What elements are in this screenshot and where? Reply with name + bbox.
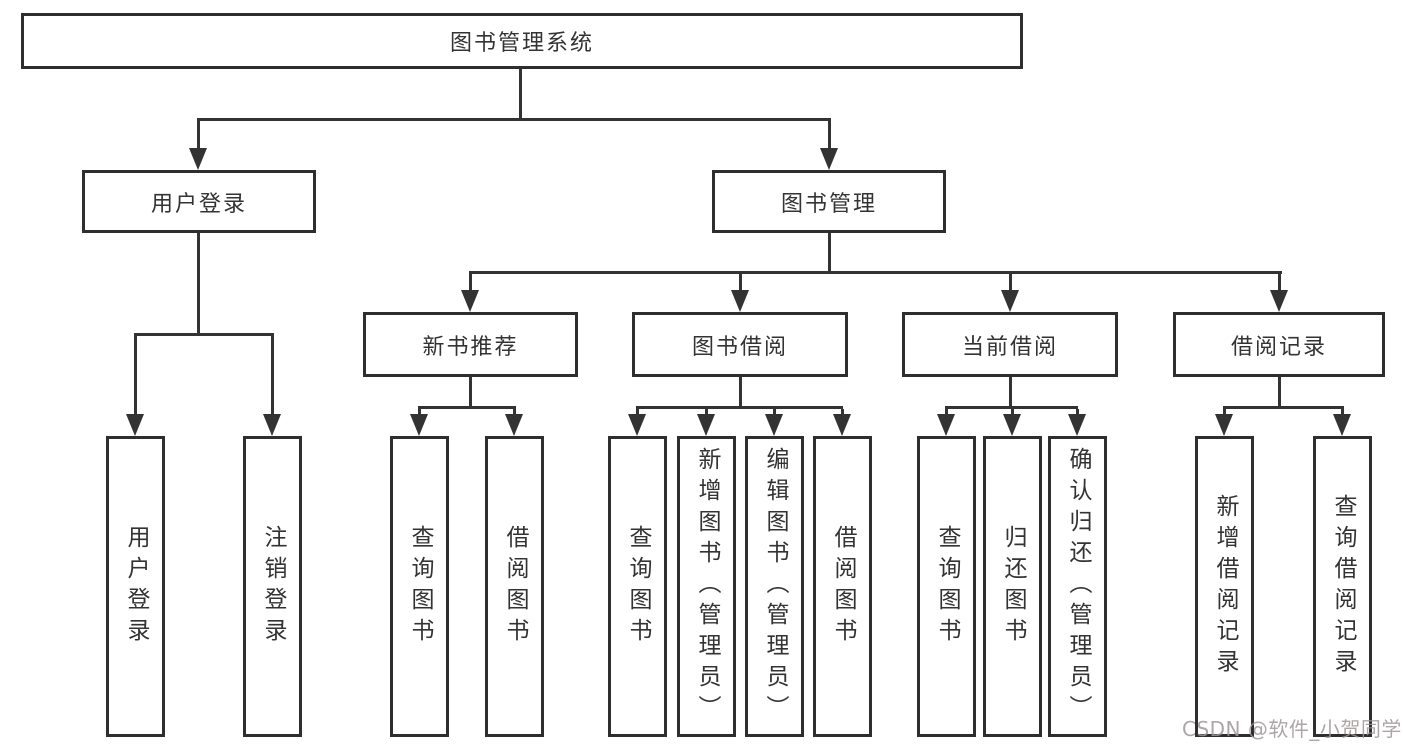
connector-to-br-add [1223, 409, 1226, 417]
connector-book-mgmt-hline [469, 271, 1282, 274]
connector-new-books-hline [418, 406, 516, 409]
connector-to-current-borrow [1009, 274, 1012, 292]
leaf-cb-confirm-return-admin-label: 确认归还（管理员） [1065, 447, 1091, 726]
arrowhead-down [126, 414, 144, 436]
node-root: 图书管理系统 [21, 13, 1023, 69]
leaf-cb-query-books-label: 查询图书 [934, 524, 960, 649]
connector-to-user-login [197, 121, 200, 149]
leaf-user-login-label: 用户登录 [123, 524, 149, 649]
leaf-user-login: 用户登录 [106, 436, 165, 737]
connector-borrow-records-stub [1278, 377, 1281, 408]
leaf-nb-borrow-books-label: 借阅图书 [502, 524, 528, 649]
leaf-cb-query-books: 查询图书 [917, 436, 976, 737]
node-borrow-records: 借阅记录 [1173, 312, 1385, 377]
leaf-br-add-record-label: 新增借阅记录 [1212, 493, 1238, 680]
connector-to-nb-query [418, 409, 421, 417]
leaf-cb-confirm-return-admin: 确认归还（管理员） [1048, 436, 1107, 737]
arrowhead-down [765, 414, 783, 436]
connector-to-bb-borrow [841, 409, 844, 417]
arrowhead-down [628, 414, 646, 436]
node-new-books: 新书推荐 [363, 312, 578, 377]
node-new-books-label: 新书推荐 [422, 334, 519, 360]
connector-to-cb-query [945, 409, 948, 417]
node-root-label: 图书管理系统 [449, 31, 594, 56]
arrowhead-down [461, 290, 479, 312]
connector-to-bb-query [636, 409, 639, 417]
leaf-logout: 注销登录 [243, 436, 302, 737]
arrowhead-down [505, 414, 523, 436]
connector-book-borrow-hline [636, 406, 843, 409]
connector-to-cb-return [1011, 409, 1014, 417]
connector-to-book-borrow [739, 274, 742, 292]
connector-to-book-mgmt [828, 121, 831, 149]
arrowhead-down [263, 414, 281, 436]
arrowhead-down [820, 148, 838, 170]
connector-user-login-stub [197, 233, 200, 335]
node-borrow-records-label: 借阅记录 [1230, 334, 1327, 360]
arrowhead-down [1001, 290, 1019, 312]
node-current-borrow-label: 当前借阅 [961, 334, 1058, 360]
arrowhead-down [1003, 414, 1021, 436]
leaf-bb-edit-books-admin: 编辑图书（管理员） [745, 436, 804, 737]
arrowhead-down [833, 414, 851, 436]
node-book-mgmt: 图书管理 [712, 170, 946, 233]
arrowhead-down [1333, 414, 1351, 436]
leaf-logout-label: 注销登录 [260, 524, 286, 649]
connector-borrow-records-hline [1223, 406, 1344, 409]
arrowhead-down [937, 414, 955, 436]
leaf-br-query-record-label: 查询借阅记录 [1330, 493, 1356, 680]
connector-to-br-query [1341, 409, 1344, 417]
leaf-br-query-record: 查询借阅记录 [1313, 436, 1372, 737]
leaf-bb-borrow-books: 借阅图书 [813, 436, 872, 737]
connector-to-bb-add [705, 409, 708, 417]
connector-root-hline [197, 118, 831, 121]
connector-to-cb-confirm [1076, 409, 1079, 417]
connector-user-login-hline [134, 333, 274, 336]
node-user-login-label: 用户登录 [150, 191, 247, 217]
leaf-nb-borrow-books: 借阅图书 [485, 436, 544, 737]
leaf-nb-query-books: 查询图书 [390, 436, 449, 737]
node-user-login: 用户登录 [82, 170, 316, 233]
arrowhead-down [189, 148, 207, 170]
connector-root-stub [519, 69, 522, 120]
arrowhead-down [1068, 414, 1086, 436]
connector-book-mgmt-stub [828, 233, 831, 274]
arrowhead-down [1215, 414, 1233, 436]
connector-new-books-stub [469, 377, 472, 408]
arrowhead-down [697, 414, 715, 436]
leaf-bb-query-books-label: 查询图书 [625, 524, 651, 649]
connector-book-borrow-stub [739, 377, 742, 408]
leaf-cb-return-books-label: 归还图书 [1000, 524, 1026, 649]
arrowhead-down [1270, 290, 1288, 312]
leaf-br-add-record: 新增借阅记录 [1195, 436, 1254, 737]
connector-current-borrow-stub [1009, 377, 1012, 408]
connector-to-bb-edit [773, 409, 776, 417]
node-current-borrow: 当前借阅 [902, 312, 1118, 377]
node-book-borrow-label: 图书借阅 [691, 334, 788, 360]
leaf-nb-query-books-label: 查询图书 [407, 524, 433, 649]
connector-to-ul-login [134, 336, 137, 416]
leaf-bb-add-books-admin-label: 新增图书（管理员） [694, 447, 720, 726]
arrowhead-down [410, 414, 428, 436]
node-book-borrow: 图书借阅 [632, 312, 848, 377]
leaf-bb-query-books: 查询图书 [608, 436, 667, 737]
leaf-bb-borrow-books-label: 借阅图书 [830, 524, 856, 649]
csdn-watermark: CSDN @软件_小贺同学 [1182, 717, 1402, 741]
leaf-bb-add-books-admin: 新增图书（管理员） [677, 436, 736, 737]
connector-to-ul-logout [271, 336, 274, 416]
leaf-bb-edit-books-admin-label: 编辑图书（管理员） [762, 447, 788, 726]
leaf-cb-return-books: 归还图书 [983, 436, 1042, 737]
connector-to-new-books [469, 274, 472, 292]
connector-to-nb-borrow [513, 409, 516, 417]
arrowhead-down [731, 290, 749, 312]
connector-to-borrow-records [1278, 274, 1281, 292]
connector-current-borrow-hline [945, 406, 1078, 409]
node-book-mgmt-label: 图书管理 [780, 191, 877, 217]
